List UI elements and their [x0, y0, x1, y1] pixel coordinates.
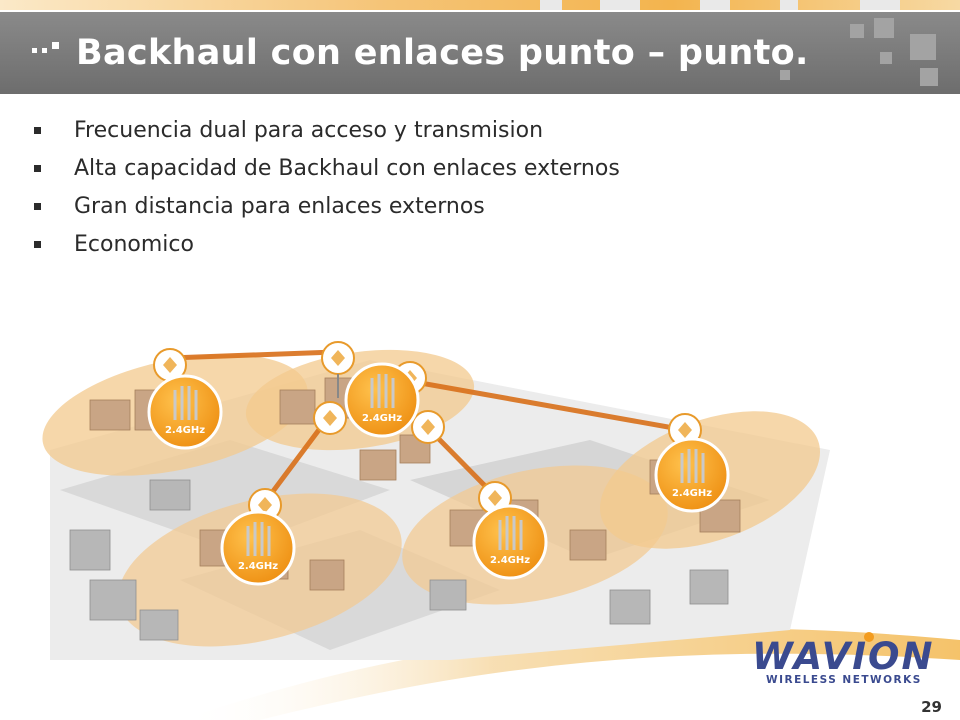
gray-buildings: [69, 479, 729, 641]
bullet-text: Frecuencia dual para acceso y transmisio…: [74, 118, 544, 143]
logo-wordmark: WAVION: [752, 635, 935, 678]
bullet-square-icon: [34, 127, 41, 134]
node-2-4ghz: 2.4GHz: [654, 437, 730, 513]
deco-square: [920, 68, 938, 86]
node-label: 2.4GHz: [672, 488, 712, 499]
node-label: 2.4GHz: [238, 561, 278, 572]
page-number: 29: [921, 698, 942, 716]
logo-dot-icon: [864, 632, 874, 642]
node-2-4ghz: 2.4GHz: [344, 362, 420, 438]
bullet-list: Frecuencia dual para acceso y transmisio…: [30, 112, 620, 264]
deco-square: [874, 18, 894, 38]
logo-subtitle: WIRELESS NETWORKS: [766, 674, 922, 686]
deco-square: [880, 52, 892, 64]
node-2-4ghz: 2.4GHz: [147, 374, 223, 450]
node-label: 2.4GHz: [362, 413, 402, 424]
bullet-item: Alta capacidad de Backhaul con enlaces e…: [30, 150, 620, 188]
node-2-4ghz: 2.4GHz: [220, 510, 296, 586]
bullet-item: Gran distancia para enlaces externos: [30, 188, 620, 226]
bullet-text: Economico: [74, 232, 194, 257]
node-label: 2.4GHz: [490, 555, 530, 566]
bullet-square-icon: [34, 241, 41, 248]
deco-square: [910, 34, 936, 60]
bullet-square-icon: [34, 203, 41, 210]
bullet-square-icon: [34, 165, 41, 172]
wavion-logo: WAVION WIRELESS NETWORKS: [744, 632, 932, 692]
network-city-illustration: 2.4GHz 2.4GHz 2.4GHz 2.4GHz 2.4GHz: [42, 341, 830, 660]
title-band: [0, 12, 960, 94]
bullet-text: Alta capacidad de Backhaul con enlaces e…: [74, 156, 620, 181]
bullet-text: Gran distancia para enlaces externos: [74, 194, 485, 219]
top-decor-strip: [0, 0, 960, 10]
page-title: Backhaul con enlaces punto – punto.: [76, 33, 809, 73]
bottom-swoosh: [180, 628, 960, 720]
deco-square: [850, 24, 864, 38]
deco-square: [780, 70, 790, 80]
bullet-item: Economico: [30, 226, 620, 264]
bullet-item: Frecuencia dual para acceso y transmisio…: [30, 112, 620, 150]
node-2-4ghz: 2.4GHz: [472, 504, 548, 580]
node-label: 2.4GHz: [165, 425, 205, 436]
title-dots-icon: [30, 30, 70, 70]
